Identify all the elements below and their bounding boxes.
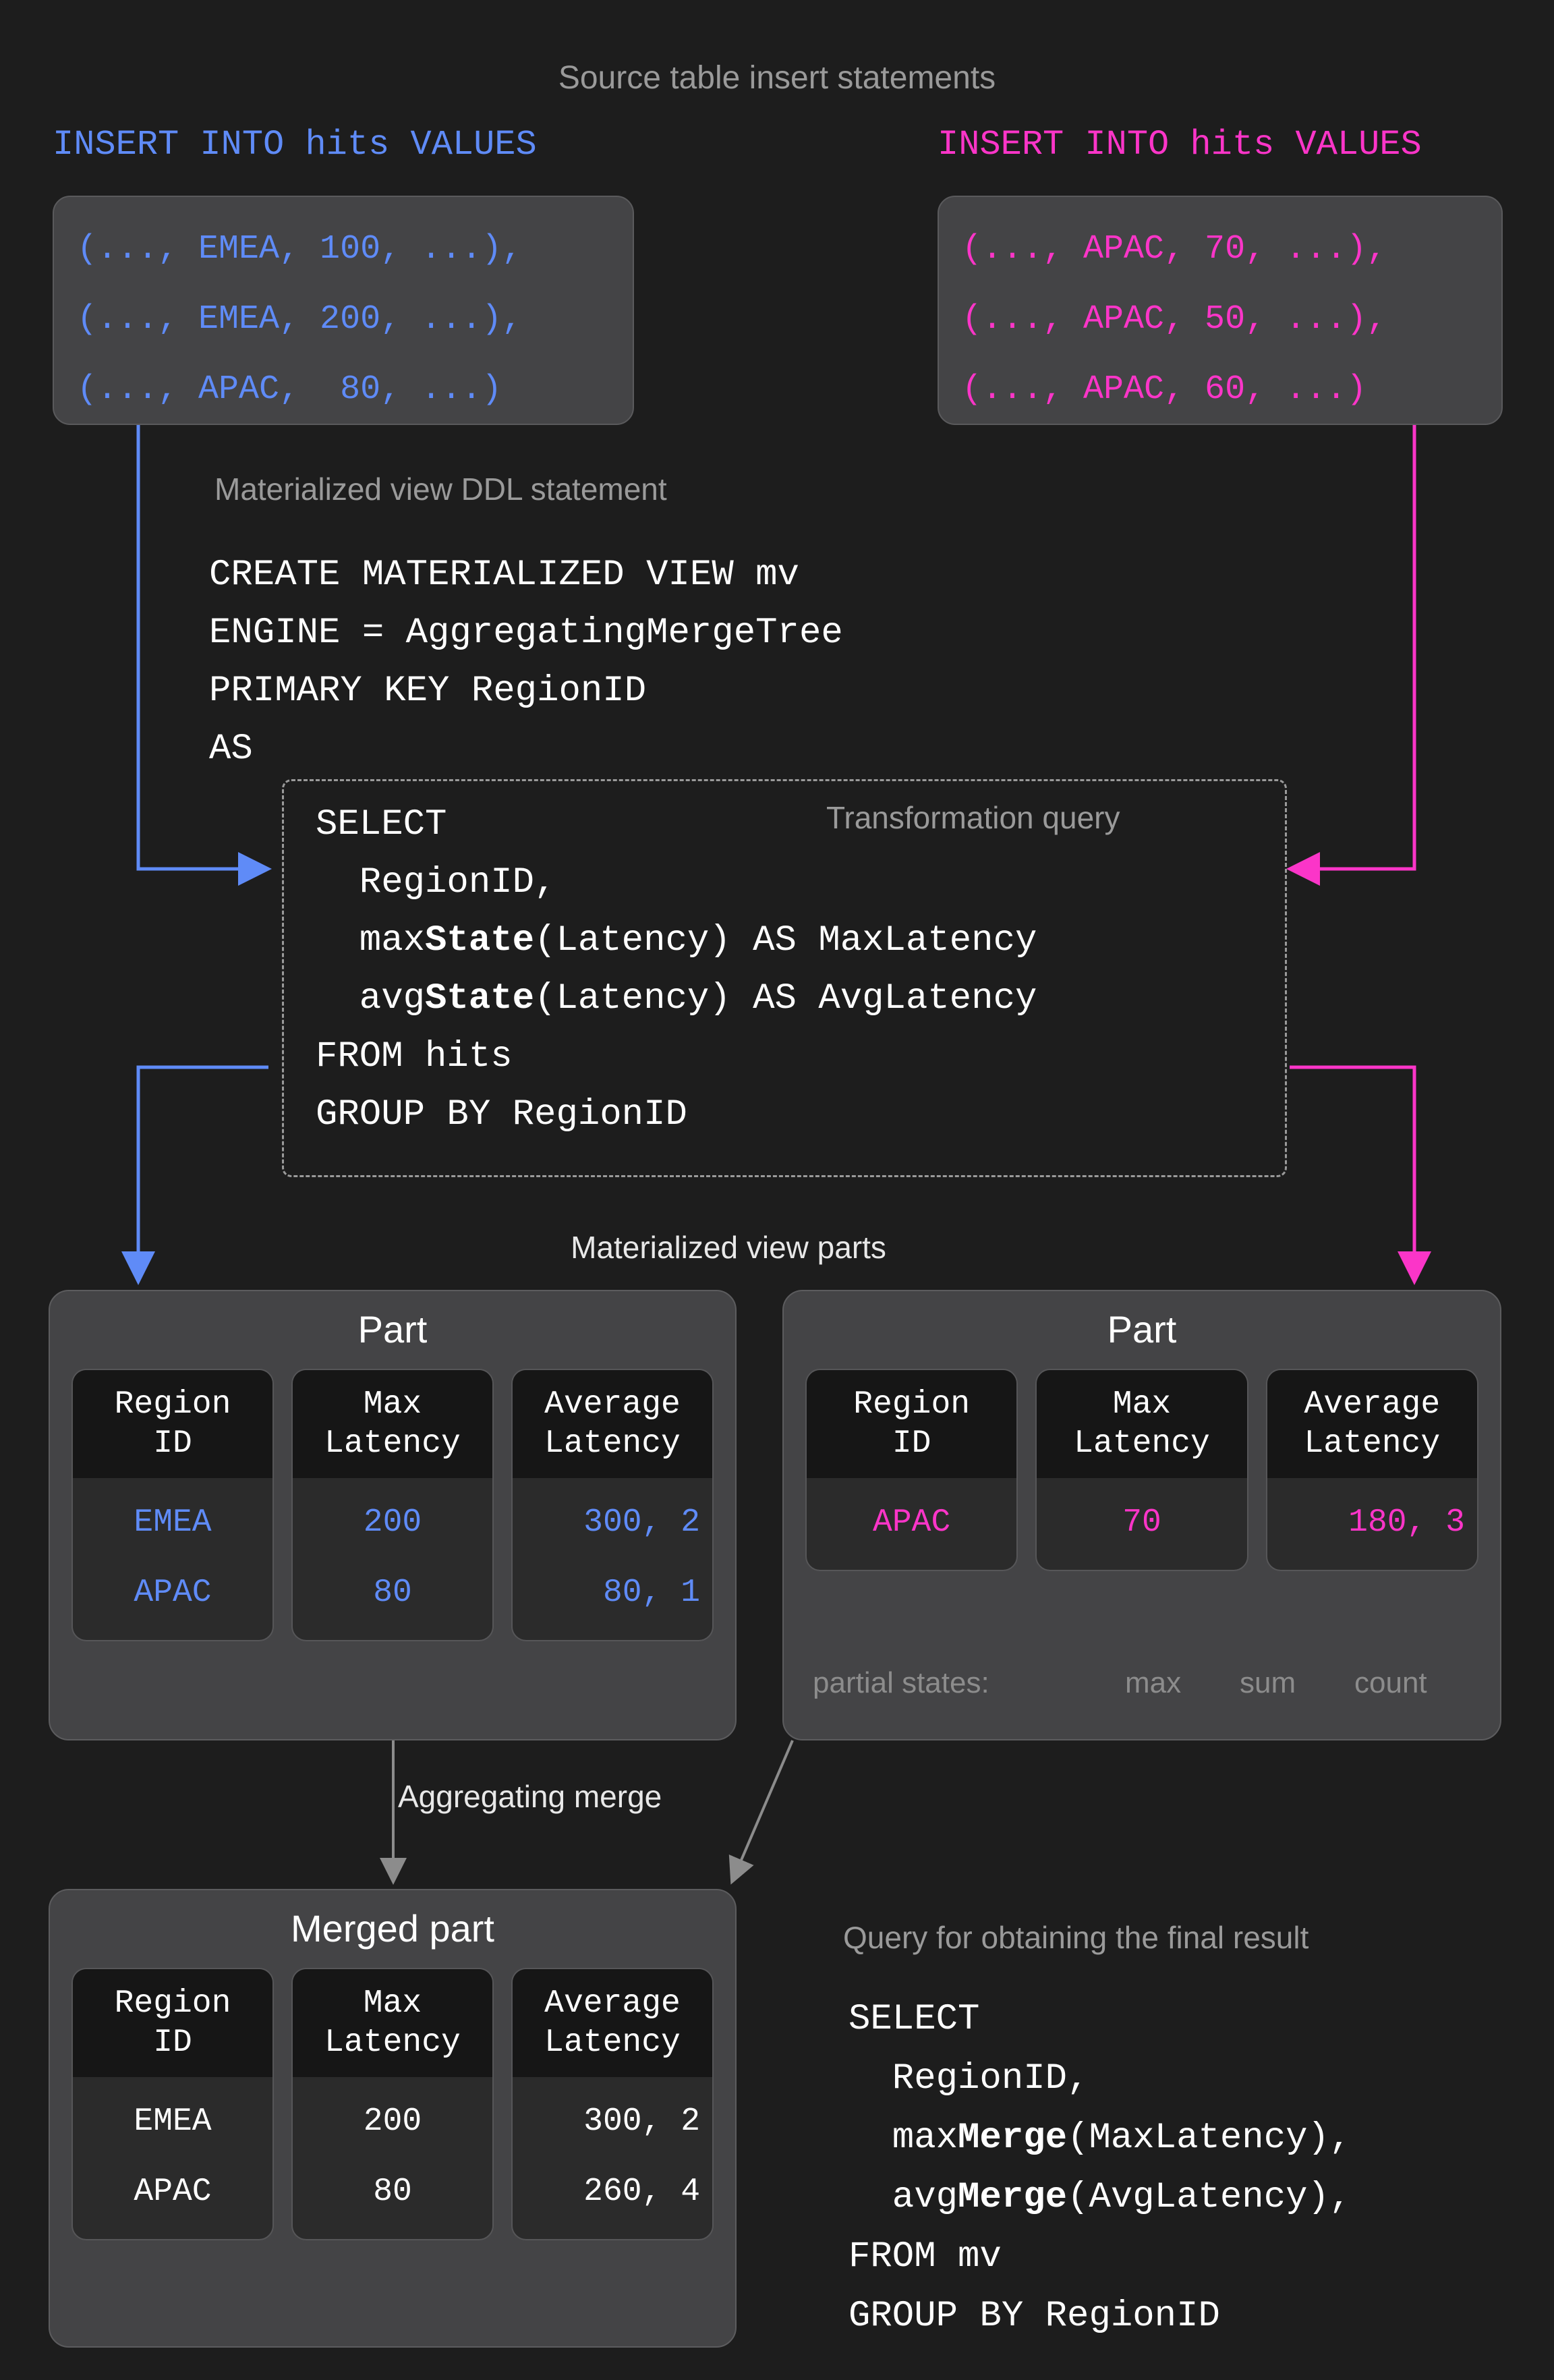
maxmerge-suffix: (MaxLatency), (1067, 2118, 1352, 2159)
part-left-column-regionid: Region ID EMEA APAC (71, 1369, 274, 1641)
part-left-title: Part (357, 1308, 428, 1351)
partial-states-label: partial states: (813, 1666, 989, 1699)
avgmerge-prefix: avg (848, 2177, 958, 2218)
insert-left-row: (..., APAC, 80, ...) (77, 370, 502, 409)
table-cell: 200 (363, 2103, 422, 2140)
part-right-column-maxlatency: Max Latency 70 (1035, 1369, 1248, 1571)
merged-part-title: Merged part (291, 1907, 494, 1950)
insert-right-box: (..., APAC, 70, ...), (..., APAC, 50, ..… (938, 196, 1503, 425)
transformation-query-caption: Transformation query (826, 800, 1120, 835)
avgstate-prefix: avg (316, 978, 426, 1019)
part-right-column-avglatency: Average Latency 180, 3 (1265, 1369, 1478, 1571)
column-header: Average Latency (513, 1969, 712, 2077)
maxstate-keyword: State (425, 920, 535, 961)
merged-part-column-maxlatency: Max Latency 200 80 (291, 1968, 494, 2240)
transformation-query-text: SELECT RegionID, maxState(Latency) AS Ma… (316, 796, 1037, 1144)
avgstate-keyword: State (425, 978, 535, 1019)
ddl-line: AS (209, 729, 253, 770)
final-query-caption: Query for obtaining the final result (843, 1920, 1309, 1955)
avgmerge-suffix: (AvgLatency), (1067, 2177, 1352, 2218)
partial-state-count: count (1354, 1666, 1427, 1699)
table-cell: APAC (134, 2174, 212, 2210)
part-right-column-regionid: Region ID APAC (805, 1369, 1018, 1571)
query-line-groupby: GROUP BY RegionID (316, 1094, 687, 1135)
table-cell: EMEA (134, 1504, 212, 1541)
table-cell: 80, 1 (602, 1575, 700, 1611)
column-header: Region ID (73, 1370, 272, 1478)
column-header: Max Latency (293, 1370, 492, 1478)
table-cell: 70 (1122, 1504, 1161, 1541)
table-cell: 80 (373, 2174, 412, 2210)
insert-right-row: (..., APAC, 60, ...) (962, 370, 1367, 409)
insert-right-row: (..., APAC, 50, ...), (962, 300, 1387, 339)
column-header: Average Latency (513, 1370, 712, 1478)
ddl-statement: CREATE MATERIALIZED VIEW mv ENGINE = Agg… (209, 546, 843, 778)
table-cell: 180, 3 (1348, 1504, 1465, 1541)
table-cell: APAC (134, 1575, 212, 1611)
query-line-select: SELECT (316, 804, 447, 845)
part-left-column-avglatency: Average Latency 300, 2 80, 1 (511, 1369, 714, 1641)
materialized-view-parts-label: Materialized view parts (571, 1230, 886, 1265)
final-query-text: SELECT RegionID, maxMerge(MaxLatency), a… (848, 1990, 1351, 2346)
column-header: Max Latency (1037, 1370, 1247, 1478)
maxmerge-prefix: max (848, 2118, 958, 2159)
part-right-title: Part (1107, 1308, 1177, 1351)
query-line-from: FROM hits (316, 1036, 513, 1077)
aggregating-merge-label: Aggregating merge (398, 1779, 662, 1814)
avgstate-suffix: (Latency) AS AvgLatency (534, 978, 1037, 1019)
maxstate-suffix: (Latency) AS MaxLatency (534, 920, 1037, 961)
query-line-avgstate: avgState(Latency) AS AvgLatency (316, 970, 1037, 1028)
table-cell: 300, 2 (583, 2103, 700, 2140)
insert-left-row: (..., EMEA, 100, ...), (77, 230, 523, 268)
avgmerge-keyword: Merge (958, 2177, 1068, 2218)
insert-left-header: INSERT INTO hits VALUES (53, 125, 537, 165)
merged-part-column-avglatency: Average Latency 300, 2 260, 4 (511, 1968, 714, 2240)
partial-state-max: max (1125, 1666, 1182, 1699)
column-header: Region ID (73, 1969, 272, 2077)
ddl-line: PRIMARY KEY RegionID (209, 671, 647, 712)
insert-right-header: INSERT INTO hits VALUES (938, 125, 1422, 165)
ddl-line: CREATE MATERIALIZED VIEW mv (209, 555, 799, 596)
transformation-query-box (282, 779, 1287, 1177)
column-header: Region ID (807, 1370, 1017, 1478)
ddl-line: ENGINE = AggregatingMergeTree (209, 613, 843, 654)
final-query-line-from: FROM mv (848, 2236, 1002, 2277)
final-query-line-select: SELECT (848, 1999, 980, 2040)
table-cell: 300, 2 (583, 1504, 700, 1541)
table-cell: EMEA (134, 2103, 212, 2140)
final-query-line-avgmerge: avgMerge(AvgLatency), (848, 2168, 1352, 2228)
insert-left-row: (..., EMEA, 200, ...), (77, 300, 523, 339)
maxstate-prefix: max (316, 920, 426, 961)
column-header: Max Latency (293, 1969, 492, 2077)
table-cell: 200 (363, 1504, 422, 1541)
part-right: Part Region ID APAC Max Latency 70 Avera… (782, 1290, 1501, 1740)
merged-part: Merged part Region ID EMEA APAC Max Late… (49, 1889, 737, 2348)
insert-left-box: (..., EMEA, 100, ...), (..., EMEA, 200, … (53, 196, 634, 425)
table-cell: APAC (873, 1504, 951, 1541)
final-query-line-groupby: GROUP BY RegionID (848, 2296, 1220, 2337)
maxmerge-keyword: Merge (958, 2118, 1068, 2159)
page-title: Source table insert statements (558, 60, 996, 96)
part-left-column-maxlatency: Max Latency 200 80 (291, 1369, 494, 1641)
table-cell: 260, 4 (583, 2174, 700, 2210)
final-query-line-regionid: RegionID, (848, 2058, 1089, 2099)
table-cell: 80 (373, 1575, 412, 1611)
column-header: Average Latency (1267, 1370, 1477, 1478)
insert-right-row: (..., APAC, 70, ...), (962, 230, 1387, 268)
query-line-regionid: RegionID, (316, 862, 556, 903)
partial-state-sum: sum (1240, 1666, 1296, 1699)
merged-part-column-regionid: Region ID EMEA APAC (71, 1968, 274, 2240)
final-query-line-maxmerge: maxMerge(MaxLatency), (848, 2109, 1352, 2168)
ddl-caption: Materialized view DDL statement (214, 472, 667, 507)
query-line-maxstate: maxState(Latency) AS MaxLatency (316, 912, 1037, 970)
part-left: Part Region ID EMEA APAC Max Latency 200… (49, 1290, 737, 1740)
